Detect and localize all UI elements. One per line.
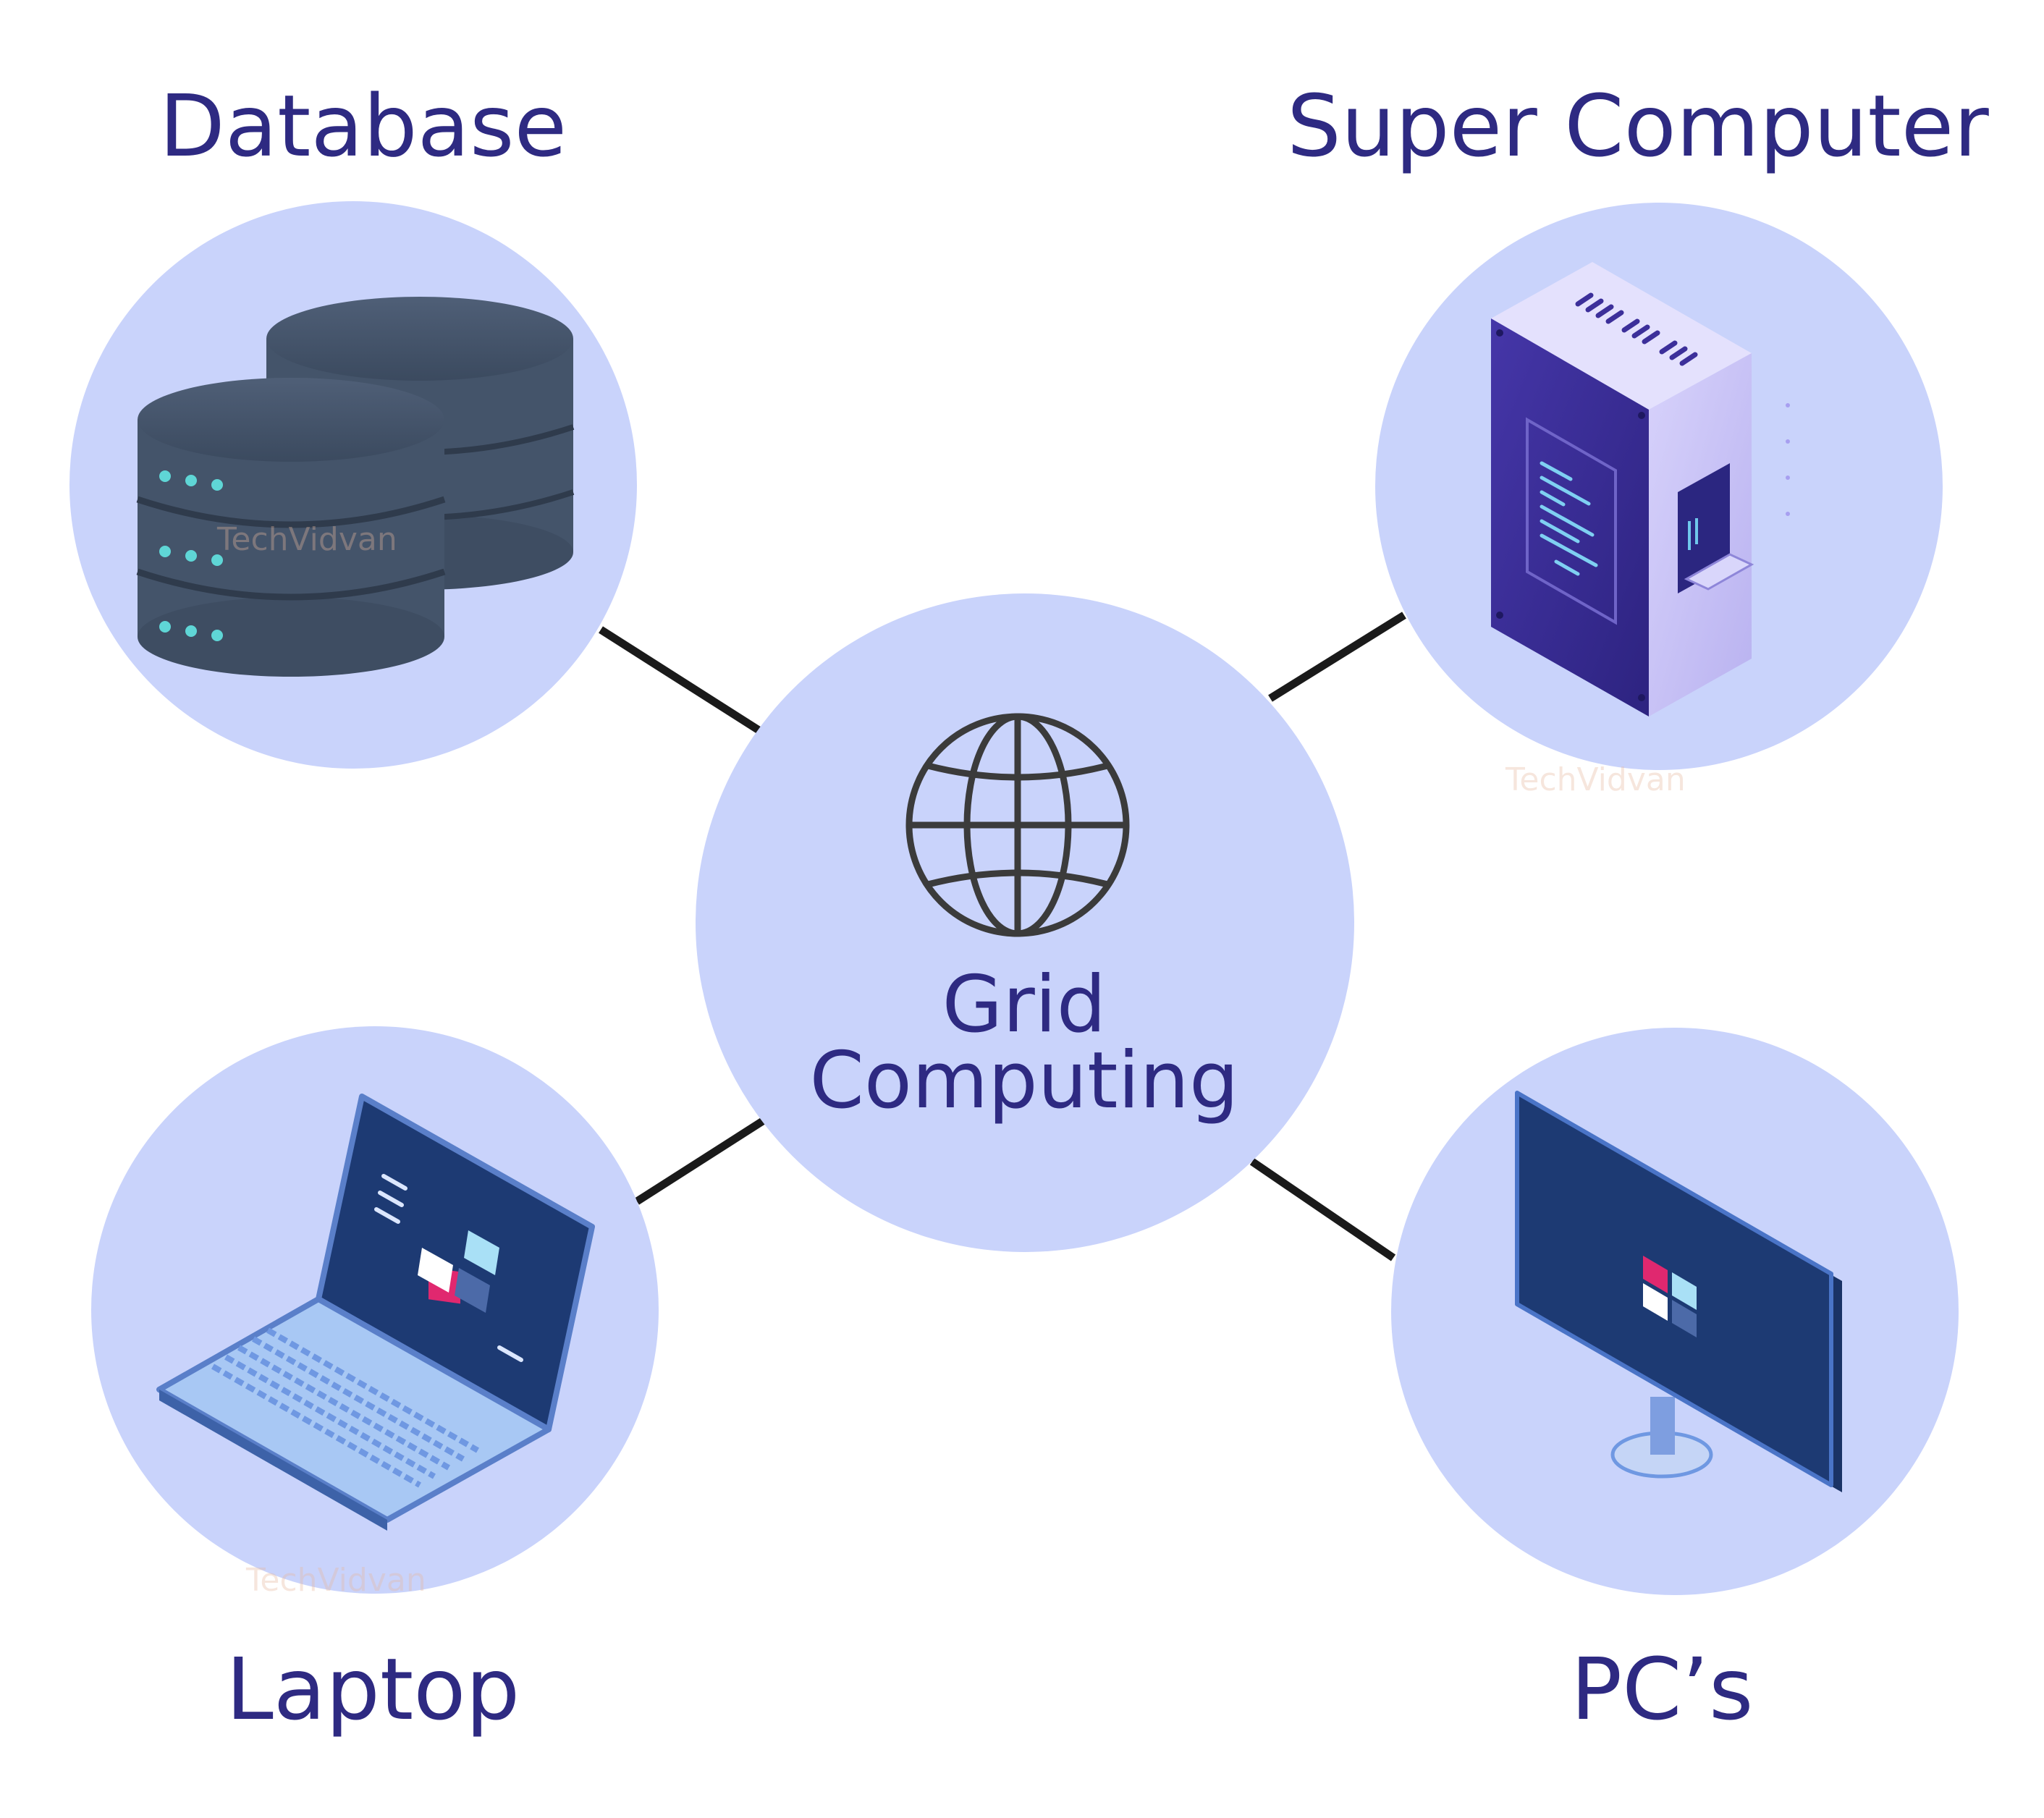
laptop-label: Laptop — [226, 1639, 520, 1739]
server-tower-icon — [1491, 262, 1790, 716]
globe-icon — [905, 713, 1130, 937]
pcs-label: PC’s — [1571, 1639, 1754, 1739]
supercomputer-label: Super Computer — [1287, 76, 1989, 176]
connector-pcs — [1249, 1158, 1396, 1261]
laptop-icon — [156, 1094, 595, 1531]
database-icon — [136, 297, 575, 677]
connector-laptop — [635, 1115, 769, 1205]
center-circle — [696, 593, 1354, 1252]
watermark-text-supercomputer: TechVidvan — [1505, 761, 1686, 798]
center-label-line2: Computing — [809, 1036, 1239, 1126]
connector-database — [599, 626, 762, 735]
desktop-monitor-icon — [1515, 1091, 1842, 1492]
connector-supercomputer — [1268, 612, 1406, 702]
center-label-line1: Grid — [942, 960, 1107, 1050]
watermark-text-database: TechVidvan — [216, 521, 397, 558]
watermark-text-laptop: TechVidvan — [245, 1562, 426, 1599]
watermark-logo: TechVidvan TechVidvan TechVidvan — [216, 521, 1686, 1599]
database-label: Database — [159, 76, 567, 176]
